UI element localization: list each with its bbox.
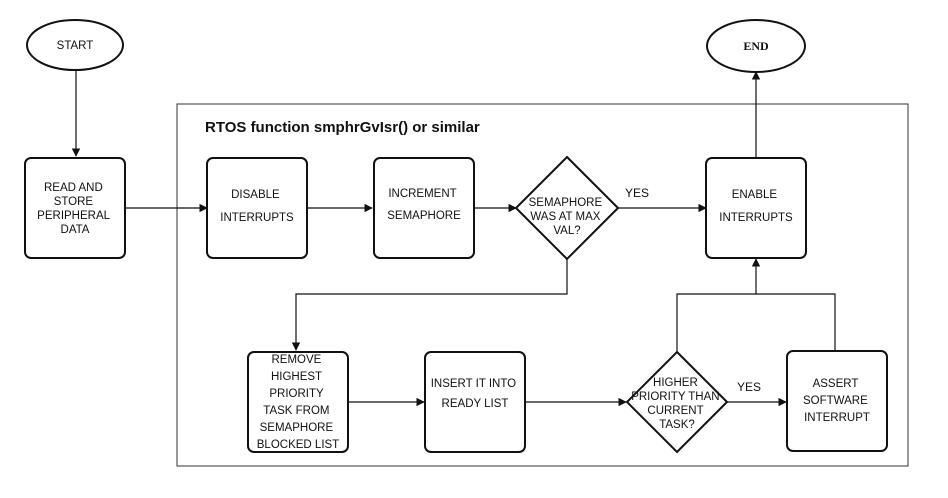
remove-task-line: BLOCKED LIST (257, 439, 339, 451)
edges: YES YES (71, 70, 836, 407)
edge-priority-no-join (676, 293, 756, 352)
semaphore-max-decision-line: VAL? (553, 225, 580, 237)
remove-task-line: HIGHEST (271, 371, 322, 383)
read-store-line: DATA (61, 224, 90, 236)
priority-yes-label: YES (737, 380, 761, 394)
priority-decision-line: TASK? (659, 419, 695, 431)
assert-interrupt-shape (786, 350, 888, 452)
assert-interrupt-label: ASSERT SOFTWARE INTERRUPT (803, 378, 871, 424)
increment-semaphore-line: INCREMENT (388, 188, 456, 200)
read-store-line: READ AND (44, 182, 103, 194)
remove-task-label: REMOVE HIGHEST PRIORITY TASK FROM SEMAPH… (257, 354, 339, 451)
read-store-line: PERIPHERAL (37, 210, 110, 222)
priority-decision-label: HIGHER PRIORITY THAN CURRENT TASK? (631, 377, 723, 431)
assert-interrupt-node: ASSERT SOFTWARE INTERRUPT (786, 350, 888, 452)
insert-ready-shape (424, 351, 526, 453)
insert-ready-line: READY LIST (442, 398, 509, 410)
semaphore-max-decision-line: WAS AT MAX (530, 211, 600, 223)
assert-interrupt-line: ASSERT (813, 378, 859, 390)
disable-interrupts-node: DISABLE INTERRUPTS (206, 157, 308, 259)
remove-task-shape (247, 351, 349, 453)
priority-decision-node: HIGHER PRIORITY THAN CURRENT TASK? (625, 350, 729, 454)
remove-task-line: TASK FROM (263, 405, 329, 417)
end-label: END (743, 39, 769, 53)
remove-task-line: PRIORITY (269, 388, 324, 400)
increment-semaphore-shape (373, 157, 475, 259)
insert-ready-label: INSERT IT INTO READY LIST (431, 378, 520, 410)
priority-decision-shape (625, 350, 729, 454)
start-node: START (26, 19, 124, 71)
enable-interrupts-shape (705, 157, 807, 259)
semaphore-max-decision-node: SEMAPHORE WAS AT MAX VAL? (514, 155, 620, 261)
remove-task-line: SEMAPHORE (260, 422, 334, 434)
start-label: START (57, 40, 94, 52)
semaphore-max-decision-line: SEMAPHORE (529, 197, 603, 209)
insert-ready-node: INSERT IT INTO READY LIST (424, 351, 526, 453)
end-shape (706, 19, 806, 73)
end-node: END (706, 19, 806, 73)
edge-assert-to-enable (751, 258, 836, 350)
disable-interrupts-label: DISABLE INTERRUPTS (220, 189, 294, 224)
increment-semaphore-line: SEMAPHORE (387, 210, 461, 222)
semaphore-yes-label: YES (625, 186, 649, 200)
enable-interrupts-label: ENABLE INTERRUPTS (719, 189, 793, 224)
insert-ready-line: INSERT IT INTO (431, 378, 516, 390)
remove-task-node: REMOVE HIGHEST PRIORITY TASK FROM SEMAPH… (247, 351, 349, 453)
increment-semaphore-label: INCREMENT SEMAPHORE (387, 188, 461, 222)
enable-interrupts-node: ENABLE INTERRUPTS (705, 157, 807, 259)
semaphore-max-decision-label: SEMAPHORE WAS AT MAX VAL? (529, 197, 606, 237)
read-store-label: READ AND STORE PERIPHERAL DATA (37, 182, 113, 236)
assert-interrupt-line: SOFTWARE (803, 395, 868, 407)
priority-decision-line: HIGHER (653, 377, 698, 389)
priority-decision-line: PRIORITY THAN (631, 391, 719, 403)
remove-task-line: REMOVE (271, 354, 321, 366)
increment-semaphore-node: INCREMENT SEMAPHORE (373, 157, 475, 259)
start-shape (26, 19, 124, 71)
rtos-function-group (176, 103, 909, 467)
disable-interrupts-shape (206, 157, 308, 259)
disable-interrupts-line: DISABLE (231, 189, 280, 201)
disable-interrupts-line: INTERRUPTS (220, 212, 294, 224)
read-store-shape (24, 157, 126, 259)
read-store-line: STORE (54, 196, 94, 208)
edge-decision-no-to-remove (291, 259, 568, 351)
priority-decision-line: CURRENT (647, 405, 703, 417)
read-store-node: READ AND STORE PERIPHERAL DATA (24, 157, 126, 259)
enable-interrupts-line: ENABLE (732, 189, 778, 201)
semaphore-max-decision-shape (514, 155, 620, 261)
group-title: RTOS function smphrGvIsr() or similar (205, 119, 480, 136)
assert-interrupt-line: INTERRUPT (804, 412, 870, 424)
enable-interrupts-line: INTERRUPTS (719, 212, 793, 224)
